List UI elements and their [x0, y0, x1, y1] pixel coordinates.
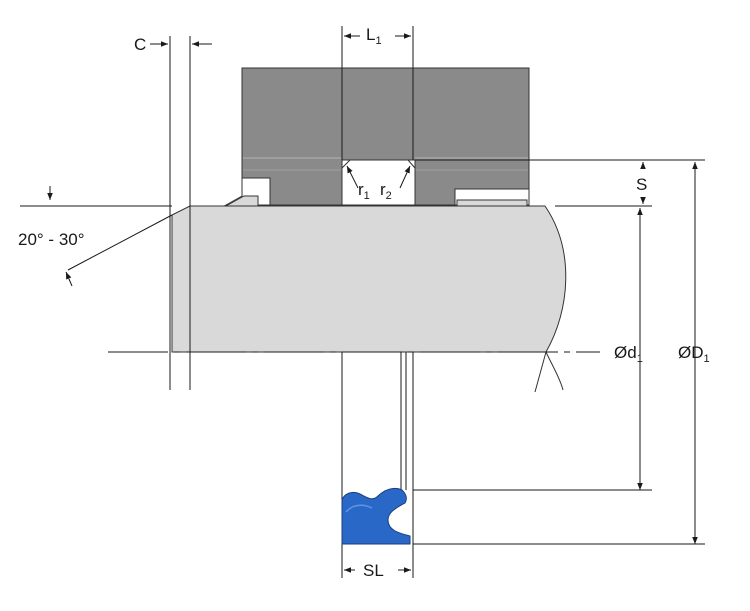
rod [171, 205, 567, 353]
left-lip [224, 195, 259, 207]
rod-break-curve [545, 351, 564, 391]
label-d1: Ød1 [614, 343, 643, 365]
seal-profile [341, 487, 411, 545]
seal-groove [341, 159, 416, 206]
label-c: C [134, 35, 146, 54]
label-r1: r1 [358, 180, 370, 202]
label-sl: SL [363, 561, 384, 580]
label-r2: r2 [380, 180, 392, 202]
r2-pointer [399, 165, 411, 189]
label-angle: 20° - 30° [18, 230, 85, 249]
angle-line [67, 214, 173, 271]
angle-arrow-bottom [65, 271, 73, 287]
label-l1: L1 [366, 25, 382, 47]
r1-pointer [346, 165, 359, 189]
right-insert [456, 199, 528, 207]
left-recess [224, 177, 271, 206]
label-D1: ØD1 [678, 343, 710, 365]
rod-break-line [534, 351, 547, 393]
label-s: S [636, 175, 647, 194]
seal-highlight [345, 504, 373, 513]
